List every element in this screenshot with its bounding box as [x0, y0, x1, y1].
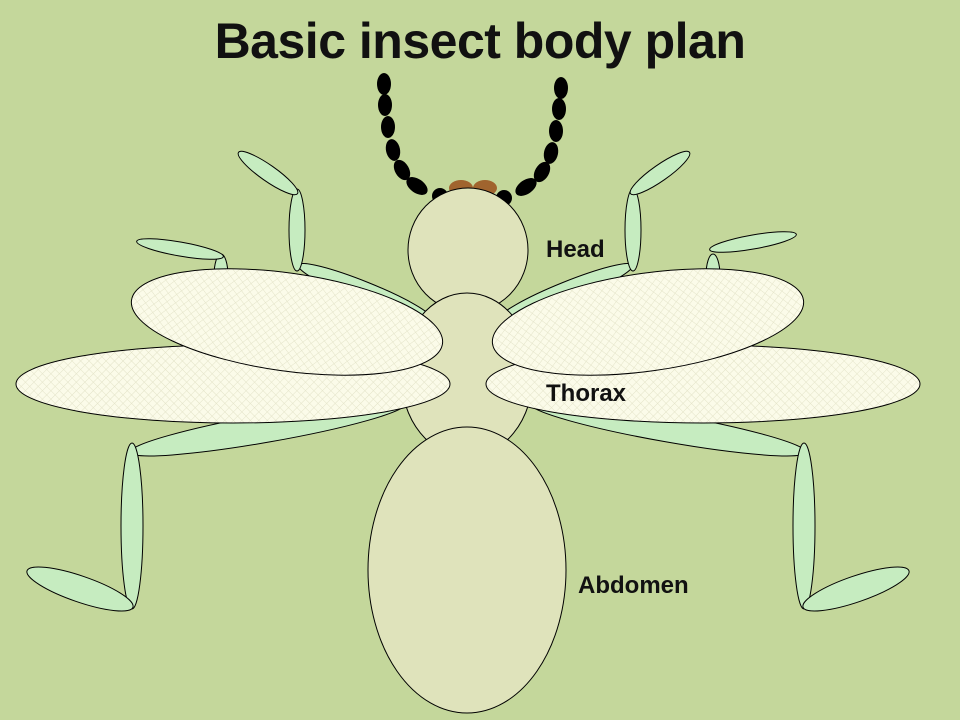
middle-left-tarsus — [136, 238, 224, 260]
abdomen-segment — [367, 426, 567, 714]
left-antenna — [377, 73, 448, 204]
right-fore-wing — [491, 268, 805, 376]
hind-left-leg — [26, 399, 407, 612]
abdomen-label: Abdomen — [578, 572, 689, 599]
front-left-tarsus — [237, 150, 299, 196]
head-label: Head — [546, 236, 605, 263]
hind-right-tibia — [792, 442, 816, 610]
body — [367, 187, 567, 714]
hind-left-tibia — [120, 442, 144, 610]
middle-right-tarsus — [709, 231, 797, 253]
hind-right-tarsus — [802, 566, 910, 612]
left-fore-wing — [130, 268, 444, 376]
right-antenna — [496, 77, 568, 206]
thorax-label: Thorax — [546, 380, 627, 407]
wings — [15, 268, 921, 424]
front-right-tarsus — [629, 150, 691, 196]
hind-left-tarsus — [26, 566, 134, 612]
diagram-title: Basic insect body plan — [214, 13, 746, 69]
front-right-tibia — [624, 188, 642, 272]
front-left-tibia — [288, 188, 306, 272]
